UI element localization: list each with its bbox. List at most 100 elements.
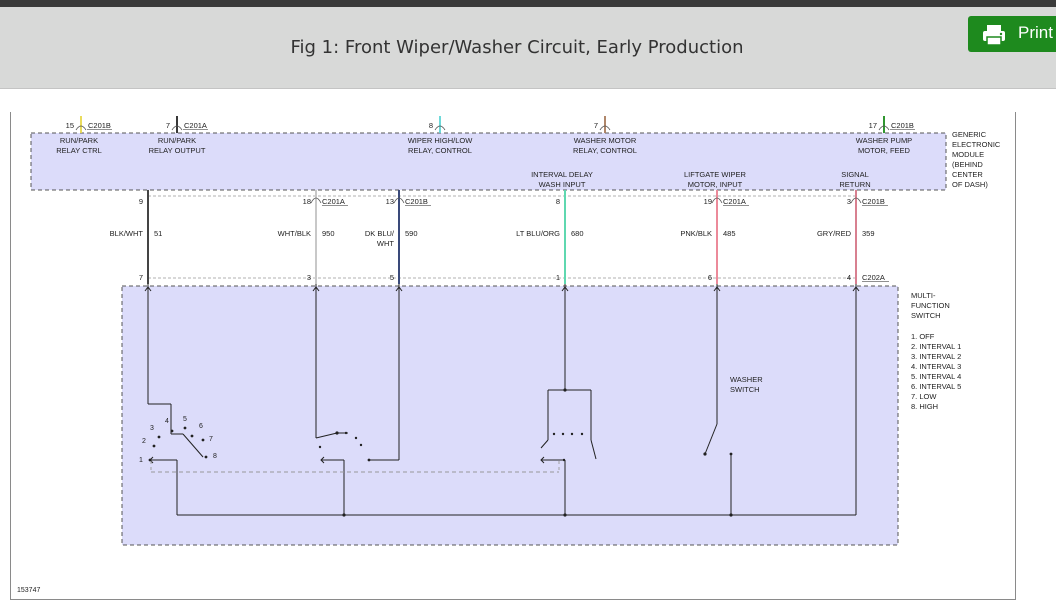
switch-position-label: 4. INTERVAL 3 [911, 362, 961, 371]
top-pin-number: 15 [66, 121, 74, 130]
switch-position-label: 5. INTERVAL 4 [911, 372, 961, 381]
top-pin-label: RELAY, CONTROL [573, 146, 637, 155]
junction-dot [563, 513, 567, 517]
top-pin-label: WIPER HIGH/LOW [408, 136, 474, 145]
wire-bottom-pin: 6 [708, 273, 712, 282]
selector-contact [182, 433, 204, 458]
figure-title: Fig 1: Front Wiper/Washer Circuit, Early… [290, 37, 744, 58]
dial-number: 6 [199, 423, 203, 430]
module-name: OF DASH) [952, 180, 988, 189]
switch-contact-2 [315, 432, 338, 439]
switch-position-label: 2. INTERVAL 1 [911, 342, 961, 351]
junction-dot [342, 513, 346, 517]
connector-symbol [711, 197, 723, 204]
dial-number: 3 [150, 425, 154, 432]
wire-color-name: WHT/BLK [278, 229, 311, 238]
wire-top-pin: 9 [139, 197, 143, 206]
switch-connector-label: C202A [862, 273, 885, 282]
wire-circuit-number: 590 [405, 229, 418, 238]
selector-contact-dot [152, 444, 156, 448]
module-output-label: RETURN [839, 180, 870, 189]
dial-number: 5 [183, 416, 187, 423]
wire-color-name: WHT [377, 239, 394, 248]
connector-symbol [878, 125, 890, 131]
switch-position-label: 7. LOW [911, 392, 937, 401]
wash-contact [540, 439, 549, 449]
figure-header: Fig 1: Front Wiper/Washer Circuit, Early… [0, 7, 1056, 89]
top-pin-label: RELAY, CONTROL [408, 146, 472, 155]
wire-top-pin: 18 [303, 197, 311, 206]
top-connector-label: C201A [184, 121, 207, 130]
wire-circuit-number: 51 [154, 229, 162, 238]
top-pin-number: 7 [166, 121, 170, 130]
connector-symbol [599, 125, 611, 131]
wire-circuit-number: 359 [862, 229, 875, 238]
module-output-label: INTERVAL DELAY [531, 170, 593, 179]
module-output-label: MOTOR, INPUT [688, 180, 743, 189]
dial-number: 2 [142, 438, 146, 445]
wash-contact-dot [561, 432, 565, 436]
wire-bottom-pin: 7 [139, 273, 143, 282]
module-name: CENTER [952, 170, 983, 179]
printer-icon [983, 25, 1005, 46]
wire-color-name: DK BLU/ [365, 229, 395, 238]
wire-color-name: GRY/RED [817, 229, 852, 238]
top-bar [0, 0, 1056, 7]
module-output-label: WASH INPUT [539, 180, 586, 189]
junction-dot [729, 513, 733, 517]
top-pin-label: WASHER MOTOR [574, 136, 637, 145]
connector-symbol [434, 125, 446, 131]
wire-circuit-number: 485 [723, 229, 736, 238]
module-name: (BEHIND [952, 160, 983, 169]
junction-dot [703, 452, 707, 456]
wire-top-pin: 8 [556, 197, 560, 206]
top-pin-label: RUN/PARK [60, 136, 98, 145]
selector-contact-dot [204, 455, 208, 459]
switch-name: MULTI- [911, 291, 936, 300]
connector-symbol [850, 197, 862, 204]
contact-arrow [540, 456, 545, 464]
print-button[interactable]: Print [968, 16, 1056, 52]
top-pin-label: MOTOR, FEED [858, 146, 911, 155]
connector-symbol [393, 197, 405, 204]
connector-symbol [171, 125, 183, 131]
wash-contact [590, 439, 597, 460]
top-connector-label: C201B [88, 121, 111, 130]
switch-box [121, 285, 899, 546]
module-name: GENERIC [952, 130, 987, 139]
wire-connector-label: C201B [405, 197, 428, 206]
wash-contact-dot [552, 432, 556, 436]
top-pin-label: RELAY OUTPUT [149, 146, 206, 155]
connector-symbol [310, 197, 322, 204]
wire-top-pin: 3 [847, 197, 851, 206]
top-connector-label: C201B [891, 121, 914, 130]
selector-contact-dot [190, 434, 194, 438]
washer-switch-label: SWITCH [730, 385, 760, 394]
module-name: MODULE [952, 150, 984, 159]
wire-color-name: LT BLU/ORG [516, 229, 560, 238]
selector-contact-dot [170, 429, 174, 433]
wire-top-pin: 19 [704, 197, 712, 206]
selector-contact-dot [157, 435, 161, 439]
junction-dot [367, 458, 371, 462]
module-box [30, 132, 947, 191]
junction-dot [318, 445, 322, 449]
wire-bottom-pin: 5 [390, 273, 394, 282]
wash-contact-dot [570, 432, 574, 436]
dial-number: 4 [165, 418, 169, 425]
pin-arrow [144, 286, 152, 292]
connector-symbol [75, 125, 87, 131]
dial-number: 7 [209, 436, 213, 443]
junction-dot [359, 443, 363, 447]
pin-arrow [312, 286, 320, 292]
print-label: Print [1018, 23, 1053, 42]
wire-bottom-pin: 3 [307, 273, 311, 282]
contact-arrow [320, 456, 325, 464]
dial-number: 1 [139, 457, 143, 464]
washer-switch-label: WASHER [730, 375, 763, 384]
wire-bottom-pin: 1 [556, 273, 560, 282]
switch-position-label: 6. INTERVAL 5 [911, 382, 961, 391]
wire-connector-label: C201A [723, 197, 746, 206]
pin-arrow [852, 286, 860, 292]
